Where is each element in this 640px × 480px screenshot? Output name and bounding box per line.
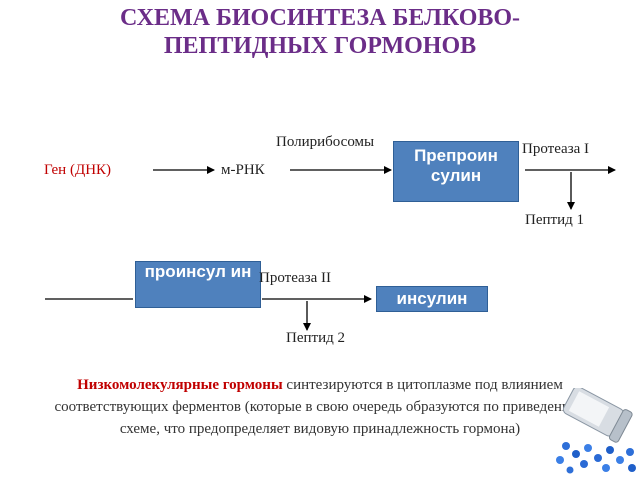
paragraph-rest: синтезируются в цитоплазме под влиянием …	[54, 377, 586, 437]
paragraph-bold: Низкомолекулярные гормоны	[77, 377, 283, 393]
description-paragraph: Низкомолекулярные гормоны синтезируются …	[50, 374, 590, 440]
insulin-label: инсулин	[396, 289, 468, 308]
peptide2-label: Пептид 2	[286, 330, 345, 346]
preproinsulin-box: Препроин сулин	[393, 141, 519, 202]
protease2-label: Протеаза II	[259, 270, 332, 286]
proinsulin-label: проинсул ин	[144, 262, 252, 281]
preproinsulin-label: Препроин сулин	[414, 146, 498, 185]
peptide1-label: Пептид 1	[525, 212, 584, 228]
protease1-label: Протеаза I	[522, 141, 590, 157]
pill-bottle-icon	[556, 388, 636, 474]
gene-label: Ген (ДНК)	[44, 162, 112, 178]
proinsulin-box: проинсул ин	[135, 261, 261, 308]
polyribosomes-label: Полирибосомы	[276, 134, 375, 150]
insulin-box: инсулин	[376, 286, 488, 312]
slide-title: СХЕМА БИОСИНТЕЗА БЕЛКОВО- ПЕПТИДНЫХ ГОРМ…	[0, 4, 640, 60]
title-line-1: СХЕМА БИОСИНТЕЗА БЕЛКОВО-	[119, 5, 521, 31]
mrna-label: м-РНК	[221, 162, 265, 178]
title-line-2: ПЕПТИДНЫХ ГОРМОНОВ	[163, 33, 477, 59]
